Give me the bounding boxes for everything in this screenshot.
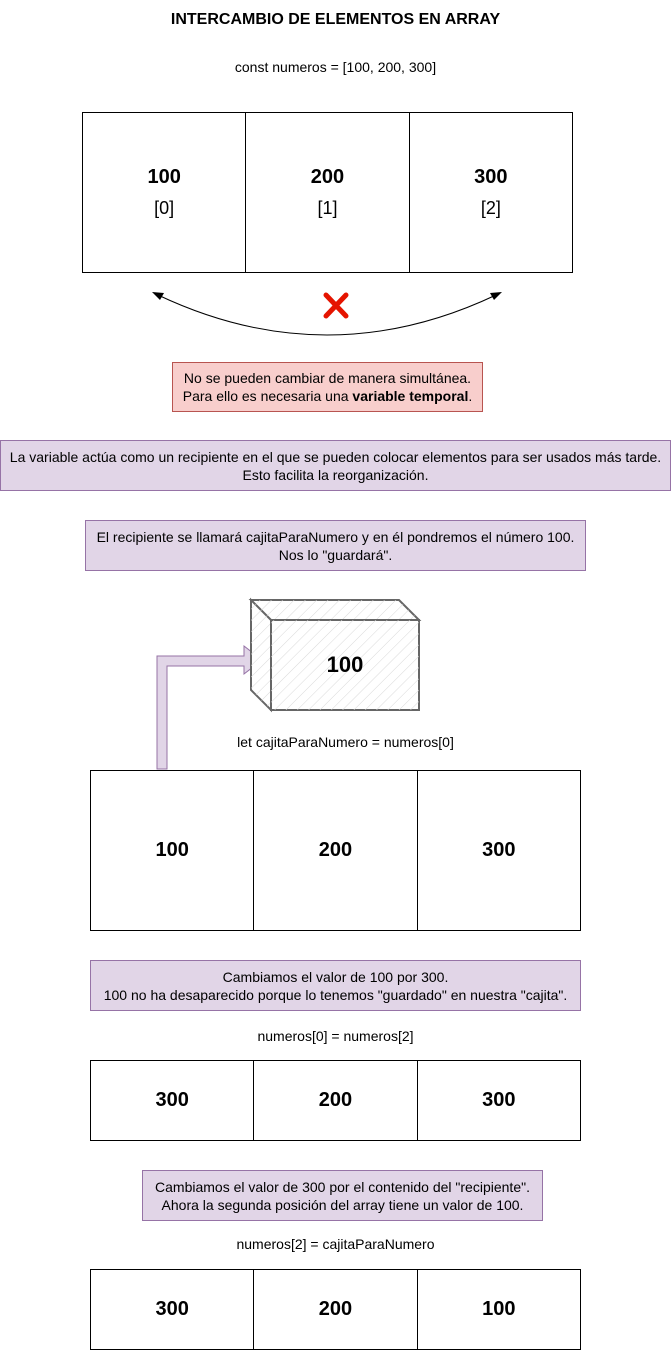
array-cell: 200 [254, 1061, 418, 1140]
array-step2: 300 200 300 [90, 1060, 581, 1141]
note-line: Nos lo "guardará". [278, 546, 393, 563]
note-line: El recipiente se llamará cajitaParaNumer… [96, 528, 575, 545]
array-cell: 200 [1] [246, 113, 410, 272]
array-cell: 100 [91, 771, 255, 930]
note-line: Cambiamos el valor de 300 por el conteni… [155, 1178, 530, 1195]
note-line: La variable actúa como un recipiente en … [9, 448, 662, 465]
cell-value: 100 [155, 839, 189, 861]
array-cell: 300 [418, 771, 580, 930]
cell-value: 300 [482, 839, 516, 861]
note-line: 100 no ha desaparecido porque lo tenemos… [103, 986, 568, 1003]
code-declaration: const numeros = [100, 200, 300] [234, 59, 437, 75]
cell-value: 300 [482, 1089, 516, 1111]
array-cell: 100 [418, 1270, 580, 1349]
bent-arrow [156, 644, 263, 770]
curved-double-arrow [157, 294, 497, 336]
array-initial: 100 [0] 200 [1] 300 [2] [82, 112, 573, 273]
note-text: Para ello es necesaria una [182, 388, 353, 404]
note-container: El recipiente se llamará cajitaParaNumer… [85, 520, 586, 571]
array-cell: 300 [418, 1061, 580, 1140]
cell-value: 300 [474, 166, 508, 188]
note-line: Cambiamos el valor de 100 por 300. [222, 968, 449, 985]
cell-value: 200 [310, 166, 345, 188]
box-3d [248, 597, 422, 713]
cell-index: [1] [317, 198, 338, 218]
arrow-head-right [490, 292, 502, 300]
array-cell: 300 [2] [410, 113, 572, 272]
page-title: INTERCAMBIO DE ELEMENTOS EN ARRAY [170, 11, 501, 28]
cross-icon [323, 292, 349, 319]
array-cell: 300 [91, 1061, 255, 1140]
note-line: Ahora la segunda posición del array tien… [161, 1196, 524, 1213]
note-change2: Cambiamos el valor de 300 por el conteni… [142, 1170, 543, 1221]
array-cell: 200 [254, 771, 418, 930]
note-change1: Cambiamos el valor de 100 por 300. 100 n… [90, 960, 581, 1011]
note-line: Esto facilita la reorganización. [242, 466, 429, 483]
array-cell: 100 [0] [83, 113, 247, 272]
code-assign2: numeros[2] = cajitaParaNumero [236, 1236, 435, 1252]
array-step3: 300 200 100 [90, 1269, 581, 1350]
arrow-head-left [152, 292, 164, 300]
note-line: No se pueden cambiar de manera simultáne… [183, 370, 472, 386]
code-assign1: numeros[0] = numeros[2] [257, 1028, 414, 1044]
cell-index: [0] [154, 198, 175, 218]
note-bold-text: variable temporal [352, 388, 469, 404]
note-simultaneous: No se pueden cambiar de manera simultáne… [172, 362, 483, 412]
cell-value: 100 [482, 1298, 516, 1320]
array-cell: 300 [91, 1270, 255, 1349]
cell-value: 200 [318, 1298, 353, 1320]
array-cell: 200 [254, 1270, 418, 1349]
cell-index: [2] [480, 198, 501, 218]
note-text: . [468, 388, 473, 404]
note-line: Para ello es necesaria una variable temp… [183, 387, 473, 405]
box-value: 100 [326, 652, 364, 677]
cell-value: 300 [155, 1089, 189, 1111]
array-step1: 100 200 300 [90, 770, 581, 931]
cell-value: 100 [147, 166, 181, 188]
cell-value: 200 [318, 1089, 353, 1111]
code-let: let cajitaParaNumero = numeros[0] [237, 734, 454, 750]
cell-value: 200 [318, 839, 353, 861]
cell-value: 300 [155, 1298, 189, 1320]
note-variable: La variable actúa como un recipiente en … [0, 440, 671, 491]
